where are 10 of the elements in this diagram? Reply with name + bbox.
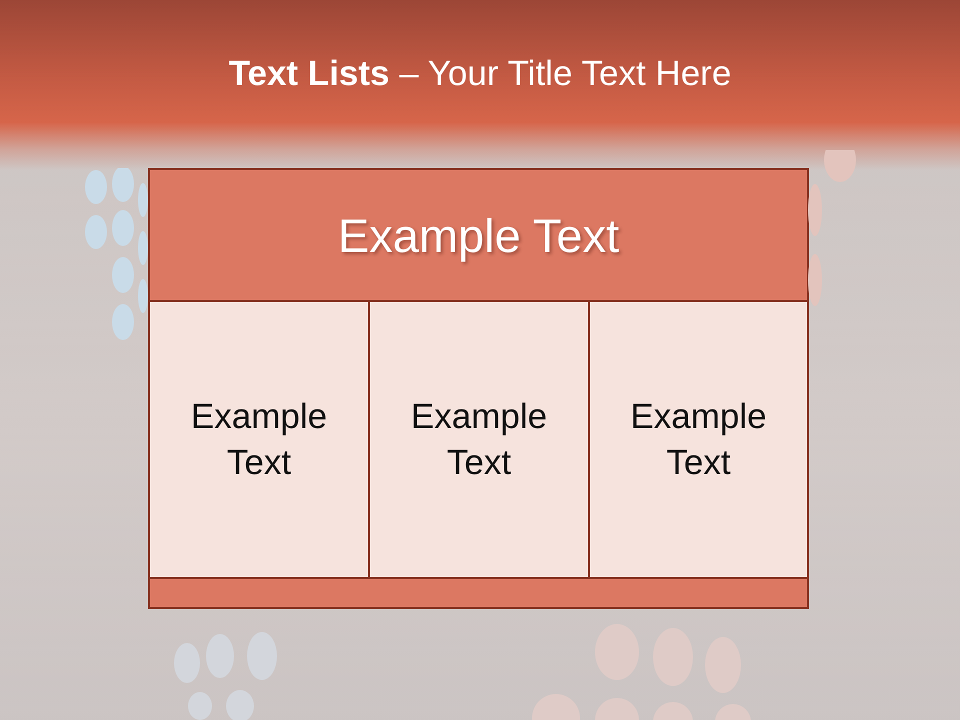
panel-text: Example Text xyxy=(410,396,548,484)
header-band xyxy=(148,168,809,302)
heading-text: Example Text xyxy=(338,208,620,262)
panel-text: Example Text xyxy=(629,396,768,484)
text-panel xyxy=(588,300,809,579)
footer-bar xyxy=(148,577,809,609)
text-panel xyxy=(148,300,370,579)
panel-text: Example Text xyxy=(190,396,328,484)
slide-title: Text Lists – Your Title Text Here xyxy=(228,54,732,93)
text-panel xyxy=(368,300,590,579)
